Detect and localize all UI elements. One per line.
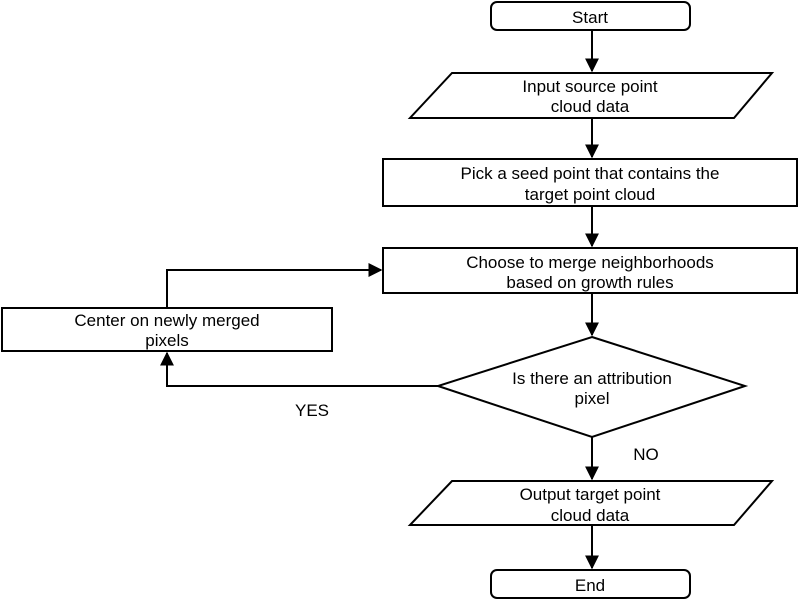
start-node: Start [490, 1, 691, 31]
input-node: Input source point cloud data [407, 72, 775, 119]
output-label-line1: Output target point [520, 485, 661, 504]
arrow-decision-to-center [160, 351, 438, 387]
output-node: Output target point cloud data [407, 480, 775, 526]
start-label: Start [572, 8, 608, 27]
output-label-line2: cloud data [551, 506, 630, 525]
seed-label-line1: Pick a seed point that contains the [461, 164, 720, 183]
input-label-line1: Input source point [522, 77, 657, 96]
merge-label-line1: Choose to merge neighborhoods [466, 253, 714, 272]
arrow-center-to-merge [166, 263, 383, 308]
center-node: Center on newly merged pixels [1, 307, 333, 352]
end-label: End [575, 576, 605, 595]
seed-label-line2: target point cloud [525, 185, 655, 204]
merge-node: Choose to merge neighborhoods based on g… [382, 247, 798, 294]
end-node: End [490, 569, 691, 599]
no-label: NO [633, 445, 659, 464]
decision-label-line1: Is there an attribution [512, 369, 672, 388]
yes-label: YES [295, 401, 329, 420]
merge-label-line2: based on growth rules [506, 273, 673, 292]
center-label-line1: Center on newly merged [74, 311, 259, 330]
center-label-line2: pixels [145, 331, 188, 350]
input-label-line2: cloud data [551, 97, 630, 116]
decision-label-line2: pixel [575, 389, 610, 408]
decision-node: Is there an attribution pixel [434, 335, 749, 439]
seed-node: Pick a seed point that contains the targ… [382, 158, 798, 207]
